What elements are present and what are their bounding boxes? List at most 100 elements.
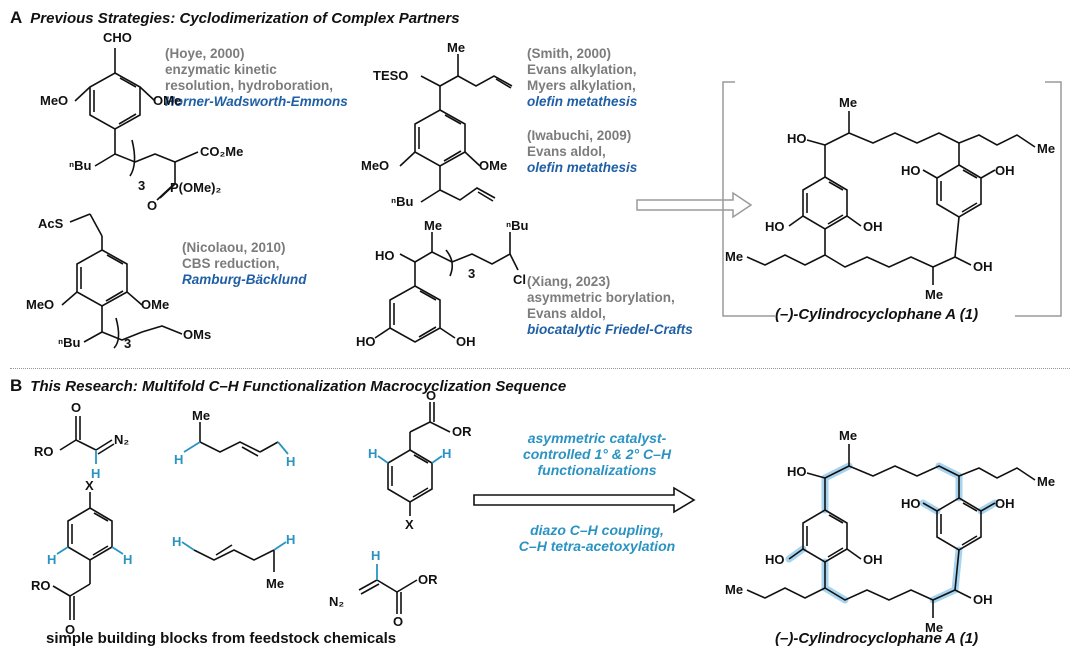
- citation-xiang: (Xiang, 2023) asymmetric borylation, Eva…: [527, 274, 693, 338]
- atom-label: H: [174, 452, 183, 467]
- atom-label: H: [286, 532, 295, 547]
- atom-label: Me: [266, 576, 284, 591]
- atom-label: OH: [995, 163, 1015, 178]
- atom-label: RO: [31, 578, 51, 593]
- citation-line: Evans aldol,: [527, 306, 606, 321]
- citation-highlight: biocatalytic Friedel-Crafts: [527, 322, 693, 337]
- atom-label: N₂: [329, 594, 344, 609]
- atom-label: Me: [192, 408, 210, 423]
- structure-smith: Me TESO MeO OMe ⁿBu: [361, 40, 513, 209]
- atom-label: ⁿBu: [69, 158, 92, 173]
- citation-highlight: Ramburg-Bäcklund: [182, 272, 307, 287]
- building-block-diazo-ester-bottom: H N₂ OR O: [329, 548, 438, 629]
- atom-label: X: [405, 517, 414, 532]
- atom-label: OH: [456, 334, 476, 349]
- condition-line: C–H tetra-acetoxylation: [518, 538, 676, 554]
- atom-label: ⁿBu: [391, 194, 414, 209]
- structure-xiang: HO Me 3 ⁿBu Cl HO OH: [356, 218, 529, 349]
- atom-label: 3: [138, 178, 145, 193]
- citation-ref: (Iwabuchi, 2009): [527, 128, 632, 143]
- atom-label: ⁿBu: [58, 335, 81, 350]
- atom-label: H: [368, 446, 377, 461]
- panel-b-letter: B: [10, 376, 23, 395]
- citation-hoye: (Hoye, 2000) enzymatic kinetic resolutio…: [165, 46, 348, 110]
- atom-label: TESO: [373, 68, 408, 83]
- condition-line: diazo C–H coupling,: [530, 522, 664, 538]
- atom-label: Me: [839, 428, 857, 443]
- citation-highlight: olefin metathesis: [527, 94, 638, 109]
- structure-hoye: CHO MeO OMe ⁿBu 3 CO₂Me O P(OMe)₂: [40, 30, 243, 213]
- atom-label: H: [91, 466, 100, 481]
- atom-label: H: [123, 552, 132, 567]
- atom-label: OMe: [479, 158, 507, 173]
- atom-label: MeO: [26, 297, 54, 312]
- atom-label: MeO: [361, 158, 389, 173]
- atom-label: Me: [1037, 474, 1055, 489]
- reaction-arrow-panel-b: [473, 486, 696, 514]
- product-caption-a: (–)-Cylindrocyclophane A (1): [775, 306, 979, 323]
- atom-label: H: [47, 552, 56, 567]
- building-block-diazo-ester: RO O N₂ H: [34, 400, 129, 481]
- atom-label: OH: [863, 552, 883, 567]
- citation-ref: (Smith, 2000): [527, 46, 612, 61]
- citation-line: resolution, hydroboration,: [165, 78, 333, 93]
- atom-label: Cl: [513, 272, 526, 287]
- citation-highlight: olefin metathesis: [527, 160, 638, 175]
- building-block-arylacetate-left: X H H RO O: [31, 478, 132, 637]
- atom-label: N₂: [114, 432, 129, 447]
- conditions-bottom: diazo C–H coupling, C–H tetra-acetoxylat…: [492, 522, 702, 554]
- atom-label: HO: [765, 219, 785, 234]
- atom-label: Me: [1037, 141, 1055, 156]
- condition-line: functionalizations: [537, 462, 657, 478]
- atom-label: Me: [725, 582, 743, 597]
- atom-label: HO: [765, 552, 785, 567]
- atom-label: 3: [468, 266, 475, 281]
- atom-label: O: [393, 614, 403, 629]
- building-block-hexene-bottom: H H Me: [172, 532, 295, 591]
- condition-line: asymmetric catalyst-: [527, 430, 667, 446]
- building-block-arylacetate-right: O OR H H X: [368, 388, 472, 532]
- atom-label: X: [85, 478, 94, 493]
- atom-label: HO: [375, 248, 395, 263]
- product-frame: [722, 81, 1062, 317]
- atom-label: HO: [901, 496, 921, 511]
- reaction-arrow-panel-a: [636, 191, 753, 219]
- atom-label: P(OMe)₂: [170, 180, 222, 195]
- building-blocks-caption: simple building blocks from feedstock ch…: [46, 630, 397, 647]
- conditions-top: asymmetric catalyst- controlled 1° & 2° …: [497, 430, 697, 478]
- atom-label: HO: [901, 163, 921, 178]
- atom-label: RO: [34, 444, 54, 459]
- citation-smith: (Smith, 2000) Evans alkylation, Myers al…: [527, 46, 637, 110]
- citation-line: asymmetric borylation,: [527, 290, 675, 305]
- atom-label: OMe: [153, 93, 181, 108]
- citation-iwabuchi: (Iwabuchi, 2009) Evans aldol, olefin met…: [527, 128, 637, 176]
- building-block-hexene-top: Me H H: [174, 408, 295, 469]
- panel-divider: [10, 368, 1070, 369]
- atom-label: AcS: [38, 216, 64, 231]
- condition-line: controlled 1° & 2° C–H: [522, 446, 672, 462]
- citation-highlight: Horner-Wadsworth-Emmons: [165, 94, 348, 109]
- atom-label: Me: [925, 287, 943, 302]
- atom-label: O: [147, 198, 157, 213]
- citation-line: Myers alkylation,: [527, 78, 636, 93]
- citation-line: Evans alkylation,: [527, 62, 637, 77]
- atom-label: O: [71, 400, 81, 415]
- atom-label: OH: [863, 219, 883, 234]
- atom-label: Me: [447, 40, 465, 55]
- atom-label: Me: [424, 218, 442, 233]
- panel-a-title: Previous Strategies: Cyclodimerization o…: [30, 10, 460, 27]
- atom-label: Me: [925, 620, 943, 635]
- atom-label: O: [65, 622, 75, 637]
- atom-label: CHO: [103, 30, 132, 45]
- atom-label: 3: [124, 336, 131, 351]
- structure-cylindrocyclophane-a: HO Me Me HO OH HO OH Me OH Me: [725, 95, 1055, 302]
- atom-label: O: [426, 388, 436, 403]
- atom-label: H: [286, 454, 295, 469]
- atom-label: HO: [787, 464, 807, 479]
- atom-label: ⁿBu: [506, 218, 529, 233]
- atom-label: Me: [725, 249, 743, 264]
- atom-label: OH: [995, 496, 1015, 511]
- atom-label: H: [172, 534, 181, 549]
- atom-label: H: [442, 446, 451, 461]
